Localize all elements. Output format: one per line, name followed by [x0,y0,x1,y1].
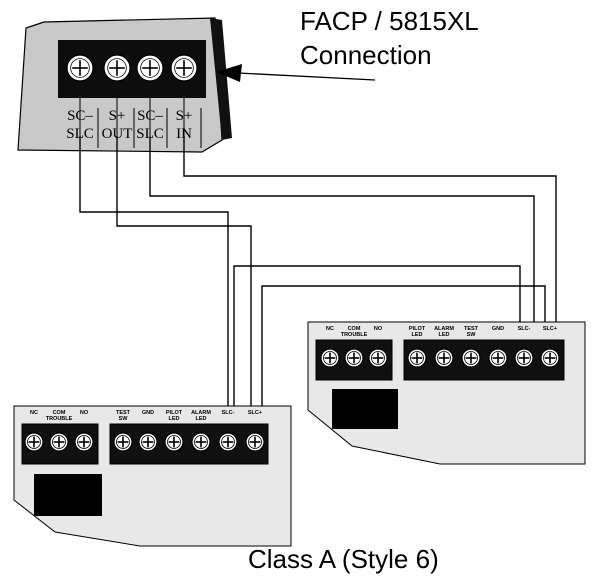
module-left-trouble-screw-3 [74,432,94,452]
module-right-terminal-sublabel: LED [439,332,450,338]
facp-terminal-top-label: SC– [67,108,93,124]
module-right-label-area [332,389,398,429]
module-left-terminal-label: SLC+ [248,410,262,416]
module-right-terminal-label: ALARM [434,326,454,332]
module-right-trouble-label: NC [326,326,334,332]
diagram-caption: Class A (Style 6) [248,544,439,574]
facp-screw-1 [66,54,94,82]
module-left-trouble-label: NO [80,410,89,416]
module-left-trouble-screw-2 [49,432,69,452]
module-left-screw-6 [245,432,265,452]
facp-terminal-top-label: S+ [109,108,126,124]
module-right-terminal-label: GND [492,326,504,332]
wire-slc-plus-link [261,285,546,438]
facp-terminal-bottom-label: OUT [102,126,133,142]
module-left-trouble-screw-1 [24,432,44,452]
module-right-screw-6 [540,348,560,368]
module-right-terminal-label: TEST [464,326,479,332]
module-right-terminal-sublabel: LED [412,332,423,338]
module-left-trouble-label: NC [30,410,38,416]
wire-slc-minus-link [233,265,521,438]
module-left-terminal-label: TEST [116,410,131,416]
facp-screw-row [66,54,198,82]
module-right-screw-3 [461,348,481,368]
facp-terminal-bottom-label: SLC [136,126,164,142]
slc-wiring [79,136,557,438]
module-right-trouble-label: NO [374,326,383,332]
module-right-trouble-screw-1 [320,348,340,368]
module-left-screw-2 [138,432,158,452]
module-right-screw-1 [407,348,427,368]
module-left-terminal-label: PILOT [166,410,183,416]
module-left-terminal-sublabel: LED [169,416,180,422]
module-left-terminal-label: ALARM [191,410,211,416]
facp-terminal-top-label: SC– [137,108,163,124]
module-left-terminal-sublabel: SW [119,416,129,422]
facp-terminal-top-label: S+ [176,108,193,124]
callout-line-1: FACP / 5815XL [300,6,479,36]
module-right-screw-2 [434,348,454,368]
module-left-screw-4 [191,432,211,452]
module-right-trouble-screw-2 [344,348,364,368]
module-left-terminal-sublabel: LED [196,416,207,422]
module-left-screw-3 [164,432,184,452]
callout-line-2: Connection [300,40,432,70]
wire-slc-minus-in [149,136,535,352]
facp-terminal-bottom-label: SLC [66,126,94,142]
wire-slc-minus-out [79,136,229,438]
wire-slc-plus-out [116,136,252,438]
facp-terminal-bottom-label: IN [176,126,192,142]
facp-screw-3 [136,54,164,82]
module-left-trouble-label: COM [53,410,66,416]
module-left-terminal-label: SLC- [222,410,235,416]
facp-screw-4 [170,54,198,82]
module-right-screw-4 [488,348,508,368]
module-left-trouble-caption: TROUBLE [46,416,73,422]
module-right-terminal-label: PILOT [409,326,426,332]
module-right-trouble-caption: TROUBLE [341,332,368,338]
module-left-screw-1 [113,432,133,452]
module-right-trouble-screw-3 [368,348,388,368]
module-right-terminal-label: SLC- [518,326,531,332]
facp-screw-2 [103,54,131,82]
module-right-screws [320,348,560,368]
module-right-terminal-label: SLC+ [543,326,557,332]
wire-slc-plus-in [183,136,557,352]
module-left-label-area [34,474,102,516]
module-left-screws [24,432,265,452]
module-left-terminal-label: GND [142,410,154,416]
module-right-terminal-sublabel: SW [467,332,477,338]
module-right-screw-5 [514,348,534,368]
module-left-screw-5 [218,432,238,452]
module-right-trouble-label: COM [348,326,361,332]
callout-arrow [216,64,376,82]
